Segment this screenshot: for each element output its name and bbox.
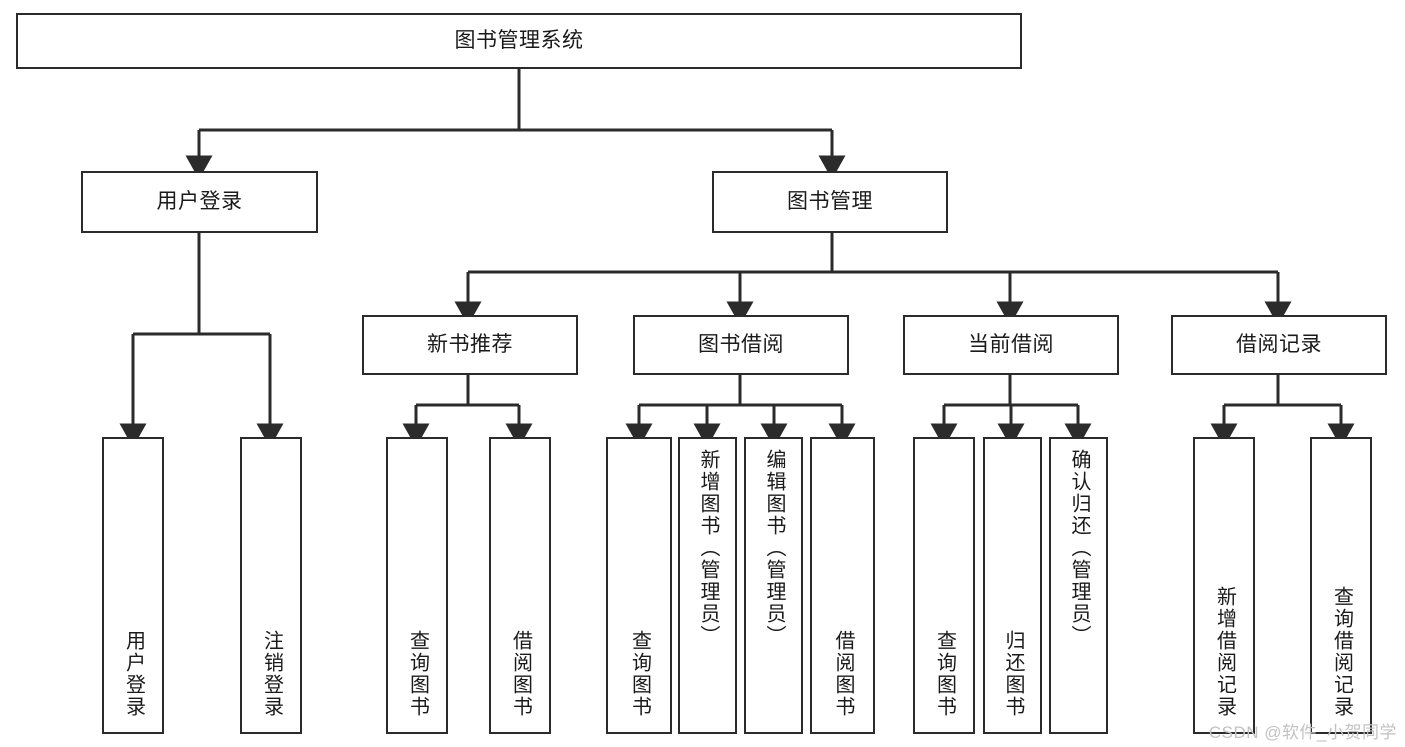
node-root[interactable]: 图书管理系统 <box>16 13 1022 69</box>
node-user-login[interactable]: 用户登录 <box>81 171 318 233</box>
node-leaf-query-books-recommend[interactable]: 查询图书 <box>386 437 448 734</box>
node-user-login-label: 用户登录 <box>156 190 243 214</box>
node-book-borrow-label: 图书借阅 <box>698 333 784 357</box>
node-leaf-edit-book-admin[interactable]: 编辑图书（管理员） <box>744 437 803 734</box>
node-leaf-borrow-books-recommend[interactable]: 借阅图书 <box>489 437 551 734</box>
node-leaf-query-borrow-record-label: 查询借阅记录 <box>1330 586 1353 718</box>
node-book-borrow[interactable]: 图书借阅 <box>633 315 849 375</box>
node-borrow-records-label: 借阅记录 <box>1236 333 1322 357</box>
node-leaf-borrow-books-borrow-label: 借阅图书 <box>832 630 854 718</box>
node-leaf-confirm-return-admin-label: 确认归还（管理员） <box>1068 449 1090 647</box>
node-leaf-borrow-books-recommend-label: 借阅图书 <box>509 630 532 718</box>
node-leaf-return-books[interactable]: 归还图书 <box>983 437 1042 734</box>
node-leaf-confirm-return-admin[interactable]: 确认归还（管理员） <box>1049 437 1108 734</box>
node-leaf-logout-label: 注销登录 <box>260 630 283 718</box>
node-leaf-add-book-admin[interactable]: 新增图书（管理员） <box>678 437 737 734</box>
node-leaf-edit-book-admin-label: 编辑图书（管理员） <box>763 449 785 647</box>
node-leaf-return-books-label: 归还图书 <box>1002 630 1024 718</box>
node-leaf-add-borrow-record-label: 新增借阅记录 <box>1213 586 1236 718</box>
node-leaf-add-borrow-record[interactable]: 新增借阅记录 <box>1193 437 1255 734</box>
node-new-book-recommend[interactable]: 新书推荐 <box>362 315 578 375</box>
node-current-borrow-label: 当前借阅 <box>968 333 1054 357</box>
node-leaf-borrow-books-borrow[interactable]: 借阅图书 <box>810 437 875 734</box>
node-borrow-records[interactable]: 借阅记录 <box>1171 315 1387 375</box>
node-leaf-query-books-borrow-label: 查询图书 <box>628 630 651 718</box>
node-leaf-query-books-recommend-label: 查询图书 <box>406 630 429 718</box>
node-book-management[interactable]: 图书管理 <box>712 171 948 233</box>
node-new-book-recommend-label: 新书推荐 <box>427 333 513 357</box>
node-leaf-query-books-current-label: 查询图书 <box>933 630 956 718</box>
node-leaf-add-book-admin-label: 新增图书（管理员） <box>697 449 719 647</box>
node-book-management-label: 图书管理 <box>787 190 873 214</box>
node-leaf-query-books-current[interactable]: 查询图书 <box>913 437 975 734</box>
csdn-watermark: CSDN @软件_小贺同学 <box>1208 723 1397 742</box>
node-leaf-query-books-borrow[interactable]: 查询图书 <box>606 437 672 734</box>
node-leaf-logout[interactable]: 注销登录 <box>240 437 302 734</box>
node-root-label: 图书管理系统 <box>454 29 584 53</box>
node-current-borrow[interactable]: 当前借阅 <box>903 315 1119 375</box>
node-leaf-query-borrow-record[interactable]: 查询借阅记录 <box>1310 437 1372 734</box>
node-leaf-user-login-label: 用户登录 <box>122 630 145 718</box>
node-leaf-user-login[interactable]: 用户登录 <box>102 437 164 734</box>
